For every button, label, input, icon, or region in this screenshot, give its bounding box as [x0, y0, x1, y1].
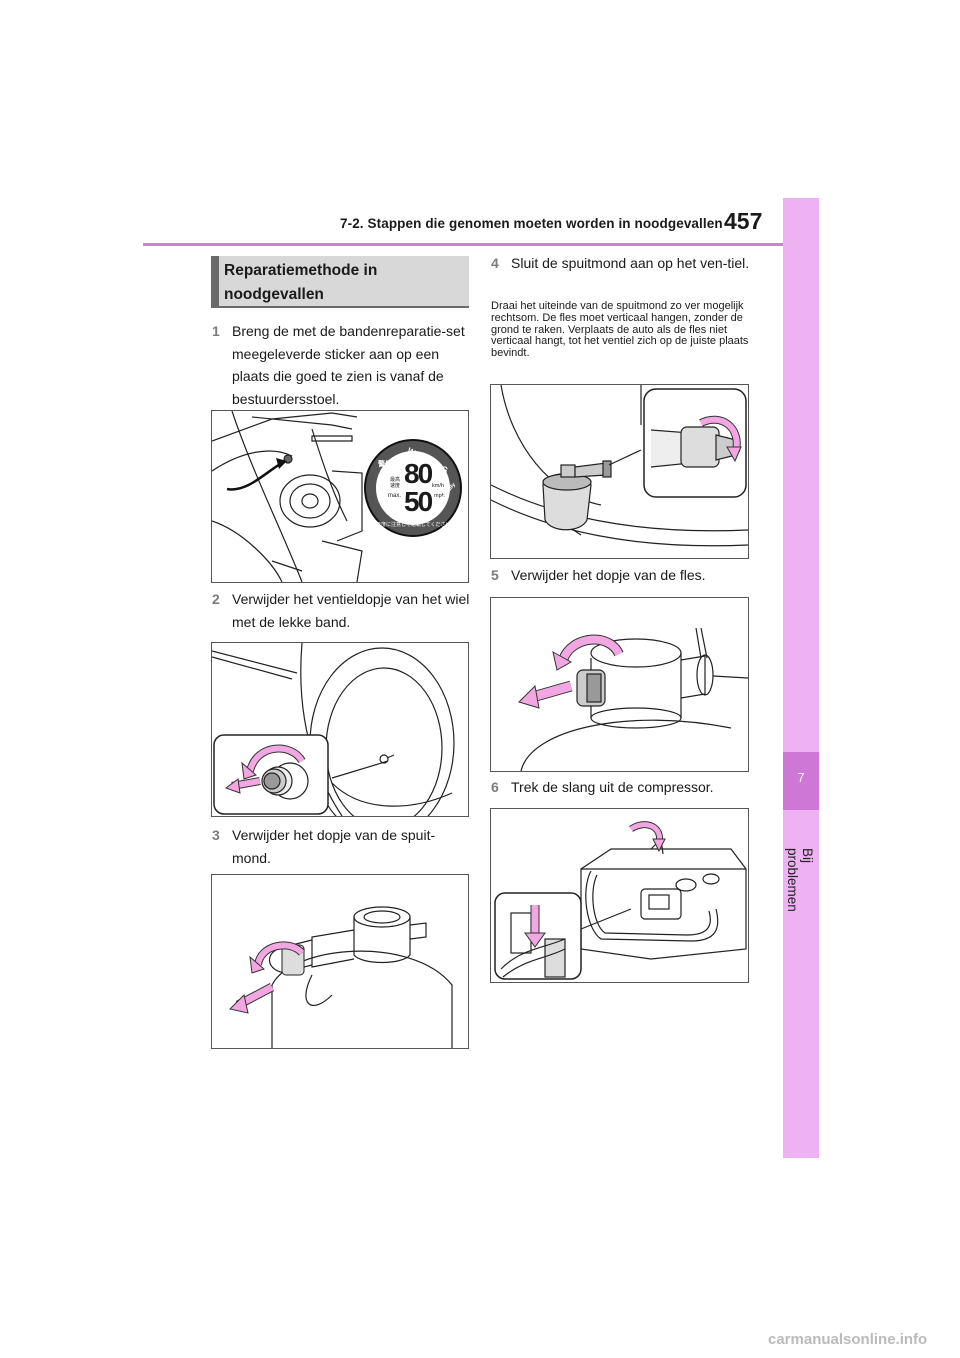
- chapter-tab-marker: [783, 752, 819, 810]
- step-2: 2 Verwijder het ventieldopje van het wie…: [212, 588, 472, 636]
- step-number: 4: [491, 255, 499, 271]
- step-6: 6 Trek de slang uit de compressor.: [491, 776, 761, 802]
- step-1: 1 Breng de met de bandenreparatie-set me…: [212, 320, 472, 412]
- section-heading-box: [211, 256, 469, 308]
- step-text: Trek de slang uit de compressor.: [511, 779, 714, 795]
- section-title: Reparatiemethode in noodgevallen: [224, 262, 378, 303]
- step-5: 5 Verwijder het dopje van de fles.: [491, 564, 761, 590]
- bottle-nozzle-illustration: [229, 906, 453, 1048]
- header-rule: [143, 243, 783, 246]
- running-header: 7-2. Stappen die genomen moeten worden i…: [340, 216, 723, 231]
- sticker-speed-mph: 50: [404, 486, 433, 517]
- step-text: Verwijder het dopje van de fles.: [511, 567, 706, 583]
- compressor-hose-illustration: [494, 821, 747, 980]
- step-4-note: Draai het uiteinde van de spuitmond zo v…: [491, 300, 749, 360]
- sticker-kanji-top: 警告: [378, 461, 392, 468]
- section-heading-rule: [211, 306, 469, 308]
- sticker-jp-bottom: 速度に注意して運転してください: [376, 522, 451, 528]
- figure-connect-nozzle: [490, 384, 749, 559]
- footer-url: carmanualsonline.info: [768, 1331, 928, 1348]
- figure-nozzle-cap-removal: [211, 874, 469, 1049]
- step-4: 4 Sluit de spuitmond aan op het ven-tiel…: [491, 252, 761, 300]
- step-number: 3: [212, 827, 220, 843]
- sticker-unit-kmh: km/h: [432, 483, 444, 489]
- step-text: Sluit de spuitmond aan op het ven-tiel.: [511, 255, 750, 271]
- page-number: 457: [724, 208, 763, 234]
- step-number: 1: [212, 323, 220, 339]
- chapter-number: 7: [797, 770, 805, 785]
- warning-sticker: WARNING 警告 最高速度 max. 80 50 km/h mph 速度に注…: [364, 439, 462, 537]
- chapter-side-tab: [783, 198, 819, 1158]
- chapter-label: Bij problemen: [785, 848, 815, 912]
- step-text: Verwijder het ventieldopje van het wiel …: [232, 591, 470, 630]
- step-number: 5: [491, 567, 499, 583]
- bottle-cap-illustration: [518, 627, 748, 771]
- step-number: 6: [491, 779, 499, 795]
- sticker-unit-mph: mph: [434, 493, 445, 499]
- step-3: 3 Verwijder het dopje van de spuit-mond.: [212, 824, 472, 872]
- wheel-valve-illustration: [212, 643, 455, 816]
- figure-bottle-cap-removal: [490, 597, 749, 772]
- figure-hose-removal: [490, 808, 749, 983]
- figure-sticker-placement: WARNING 警告 最高速度 max. 80 50 km/h mph 速度に注…: [211, 410, 469, 583]
- sticker-kanji-speed: 最高速度: [390, 477, 401, 489]
- dashboard-illustration: [212, 411, 363, 582]
- nozzle-connection-illustration: [491, 385, 748, 547]
- step-text: Breng de met de bandenreparatie-set meeg…: [232, 323, 465, 407]
- sticker-inner: [376, 451, 450, 525]
- sticker-max-label: max.: [388, 493, 402, 499]
- sticker-speed-kmh: 80: [404, 458, 433, 489]
- step-text: Verwijder het dopje van de spuit-mond.: [232, 827, 436, 866]
- figure-valve-cap-removal: [211, 642, 469, 817]
- step-number: 2: [212, 591, 220, 607]
